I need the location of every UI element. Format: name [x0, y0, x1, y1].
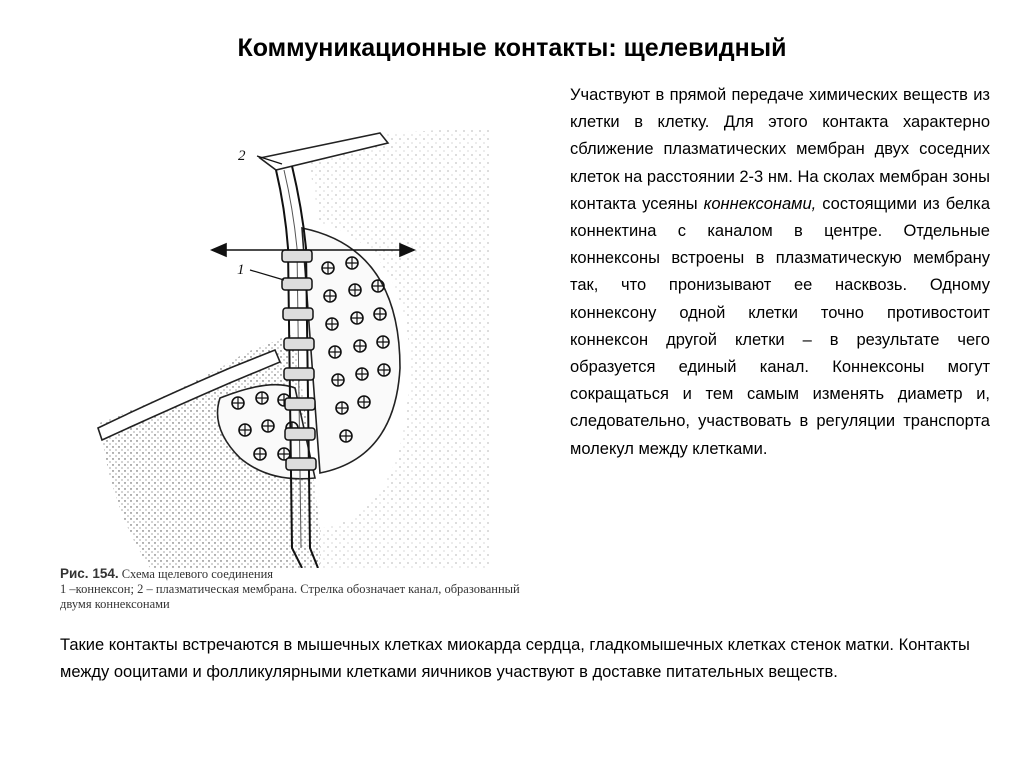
bottom-paragraph: Такие контакты встречаются в мышечных кл… [60, 636, 970, 681]
description-paragraph: Участвуют в прямой передаче химических в… [570, 82, 990, 463]
description-part-2: состоящими из белка коннектина с каналом… [570, 194, 990, 458]
description-part-1: Участвуют в прямой передаче химических в… [570, 86, 990, 213]
gap-junction-figure: 2 1 [70, 128, 490, 568]
label-connexon: 1 [237, 262, 245, 278]
caption-legend-1: 1 –коннексон; 2 – плазматическая мембран… [60, 582, 520, 596]
caption-number: Рис. 154. [60, 566, 119, 581]
caption-legend-2: двумя коннексонами [60, 597, 170, 611]
gap-junction-illustration: 2 1 [97, 128, 490, 568]
label-membrane: 2 [238, 148, 246, 164]
caption-title: Схема щелевого соединения [121, 567, 274, 581]
description-italic-term: коннексонами, [703, 194, 817, 213]
figure-caption: Рис. 154. Схема щелевого соединения 1 –к… [60, 566, 554, 612]
slide-title: Коммуникационные контакты: щелевидный [237, 34, 787, 62]
